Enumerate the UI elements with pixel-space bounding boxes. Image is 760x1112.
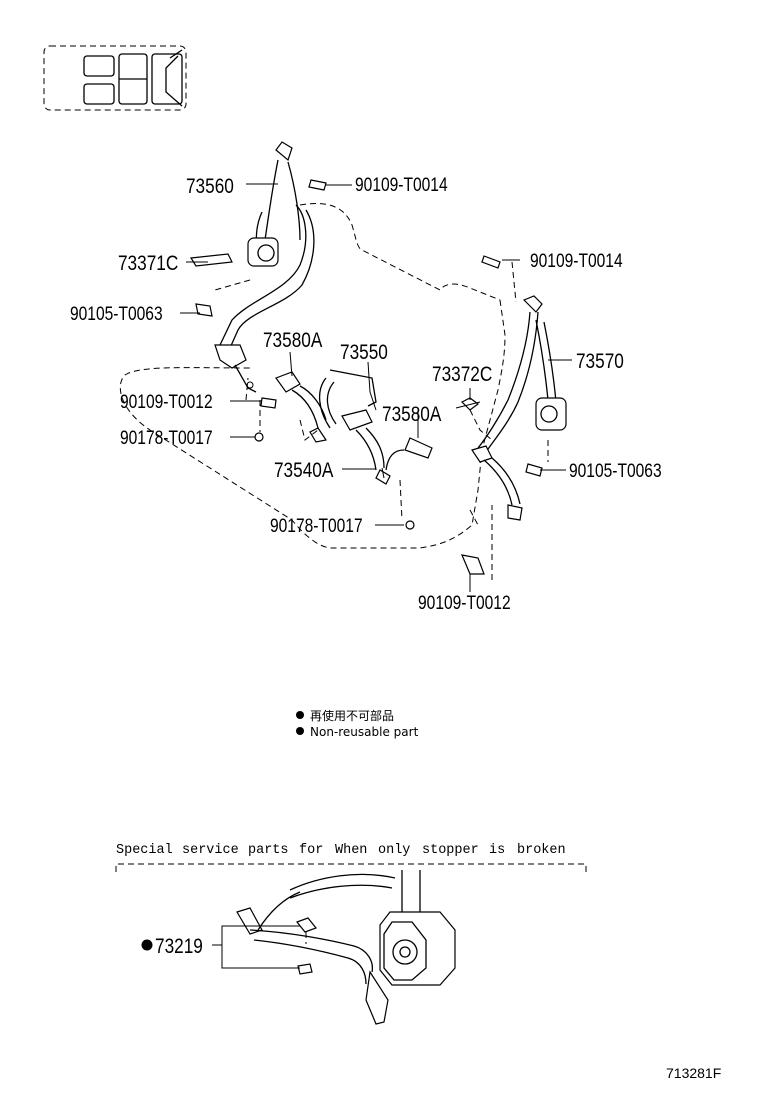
note-word: is <box>489 843 505 858</box>
body-outline <box>119 203 506 549</box>
non-reusable-bullet-icon <box>296 711 304 719</box>
stopper-detail-drawing <box>236 870 456 1025</box>
label-73580a-lower: 73580A <box>382 404 442 427</box>
label-90109-t0012-bottom: 90109-T0012 <box>418 592 511 614</box>
note-word: for <box>299 843 323 858</box>
legend-text-jp: 再使用不可部品 <box>310 708 394 723</box>
label-73371c: 73371C <box>118 253 178 276</box>
label-73219-group: 73219 <box>141 925 300 969</box>
legend-text-en: Non-reusable part <box>310 725 419 739</box>
center-buckles <box>275 369 481 485</box>
left-fasteners <box>189 179 415 530</box>
label-90178-t0017-lower: 90178-T0017 <box>270 515 363 537</box>
note-word: service <box>182 843 239 858</box>
label-73540a: 73540A <box>274 460 334 483</box>
figure-id: 713281F <box>666 1065 721 1081</box>
leader-lines <box>180 183 572 592</box>
note-word: When <box>335 843 367 858</box>
non-reusable-bullet-icon <box>296 727 304 735</box>
special-service-note: Special service parts for When only stop… <box>115 843 587 872</box>
label-73570: 73570 <box>576 351 624 374</box>
label-73580a-upper: 73580A <box>263 330 323 353</box>
label-90105-t0063-left: 90105-T0063 <box>70 303 163 325</box>
label-90105-t0063-right: 90105-T0063 <box>569 460 662 482</box>
label-73372c: 73372C <box>432 364 492 387</box>
belt-73570-assembly <box>461 255 567 575</box>
note-word: Special <box>116 843 173 858</box>
note-word: stopper <box>422 843 479 858</box>
label-73550: 73550 <box>340 342 388 365</box>
belt-73560-assembly <box>214 141 315 393</box>
note-word: broken <box>517 843 566 858</box>
label-90109-t0014-right: 90109-T0014 <box>530 250 623 272</box>
label-73560: 73560 <box>186 176 234 199</box>
legend: 再使用不可部品 Non-reusable part <box>296 708 419 739</box>
seat-position-index-icon <box>43 45 187 111</box>
note-word: only <box>378 843 410 858</box>
non-reusable-marker-icon <box>141 939 153 951</box>
label-90109-t0012-left: 90109-T0012 <box>120 391 213 413</box>
note-word: parts <box>248 843 289 858</box>
label-73219: 73219 <box>155 936 203 959</box>
label-90109-t0014-top: 90109-T0014 <box>355 174 448 196</box>
label-90178-t0017-upper: 90178-T0017 <box>120 427 213 449</box>
